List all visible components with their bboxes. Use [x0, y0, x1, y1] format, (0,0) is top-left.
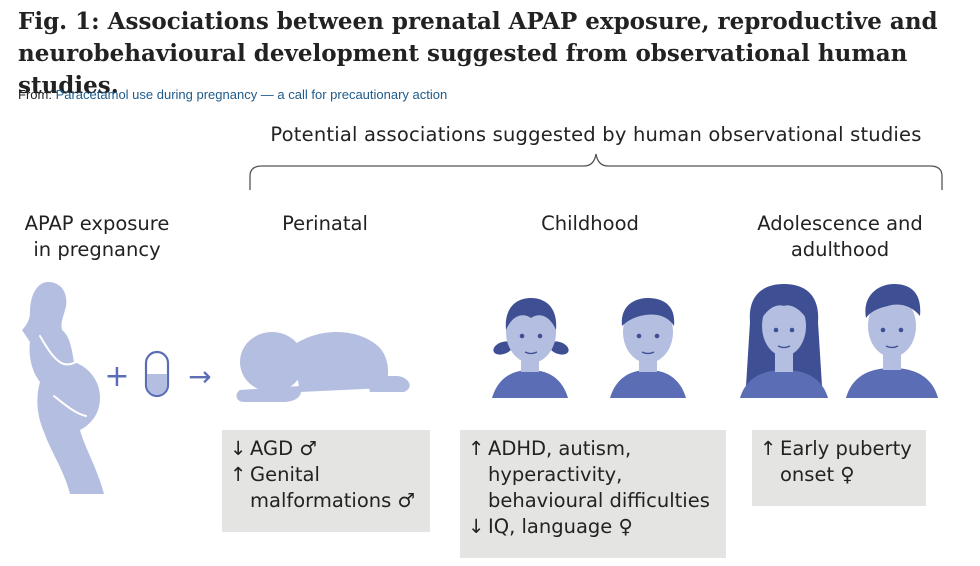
childhood-outcome-iq: ↓IQ, language ♀ [468, 514, 718, 540]
arrow-sign: → [188, 360, 211, 393]
adolescence-outcome-onset: onset ♀ [780, 463, 855, 486]
up-arrow-icon: ↑ [468, 437, 485, 460]
childhood-outcomes-box: ↑ADHD, autism, hyperactivity, behavioura… [460, 430, 726, 558]
childhood-outcome-behavioural: behavioural difficulties [488, 489, 710, 512]
perinatal-heading: Perinatal [250, 211, 400, 237]
girl-icon [492, 298, 569, 398]
perinatal-outcome-agd: ↓AGD ♂ [230, 436, 422, 462]
plus-sign: + [104, 359, 129, 394]
perinatal-outcome-genital-text: Genital [250, 463, 320, 486]
pregnant-woman-icon [22, 282, 104, 494]
childhood-outcome-hyperactivity: hyperactivity, [488, 463, 623, 486]
childhood-outcome-adhd: ↑ADHD, autism, [468, 436, 718, 462]
figure-title-line1: Fig. 1: Associations between prenatal AP… [18, 8, 938, 35]
exposure-heading: APAP exposure in pregnancy [12, 211, 182, 263]
from-label: From: [18, 87, 52, 102]
man-icon [846, 284, 938, 398]
adolescence-heading-line1: Adolescence and [757, 212, 923, 235]
figure-title-line2: neurobehavioural development suggested f… [18, 40, 908, 99]
exposure-heading-line2: in pregnancy [33, 238, 161, 261]
perinatal-outcome-malformations: malformations ♂ [250, 489, 415, 512]
source-line: From: Paracetamol use during pregnancy —… [18, 87, 447, 102]
exposure-heading-line1: APAP exposure [24, 212, 170, 235]
adolescence-heading: Adolescence and adulthood [730, 211, 950, 263]
figure-title: Fig. 1: Associations between prenatal AP… [18, 6, 968, 102]
baby-icon [236, 331, 410, 402]
woman-icon [740, 284, 828, 398]
childhood-heading-line1: Childhood [541, 212, 639, 235]
perinatal-outcome-agd-text: AGD ♂ [250, 437, 317, 460]
up-arrow-icon: ↑ [760, 437, 777, 460]
down-arrow-icon: ↓ [230, 437, 247, 460]
down-arrow-icon: ↓ [468, 515, 485, 538]
childhood-outcome-adhd-text: ADHD, autism, [488, 437, 632, 460]
childhood-outcome-iq-text: IQ, language ♀ [488, 515, 633, 538]
adolescence-outcomes-box: ↑Early puberty onset ♀ [752, 430, 926, 506]
perinatal-outcomes-box: ↓AGD ♂ ↑Genital malformations ♂ [222, 430, 430, 532]
adolescence-outcome-puberty: ↑Early puberty [760, 436, 918, 462]
childhood-heading: Childhood [500, 211, 680, 237]
up-arrow-icon: ↑ [230, 463, 247, 486]
source-article-link[interactable]: Paracetamol use during pregnancy — a cal… [55, 87, 448, 102]
pill-icon [144, 350, 170, 398]
adolescence-heading-line2: adulthood [790, 238, 890, 261]
adolescence-outcome-puberty-text: Early puberty [780, 437, 912, 460]
perinatal-heading-line1: Perinatal [282, 212, 368, 235]
curly-bracket [249, 153, 943, 190]
bracket-label: Potential associations suggested by huma… [270, 123, 922, 146]
perinatal-outcome-genital: ↑Genital [230, 462, 422, 488]
boy-icon [610, 298, 686, 398]
